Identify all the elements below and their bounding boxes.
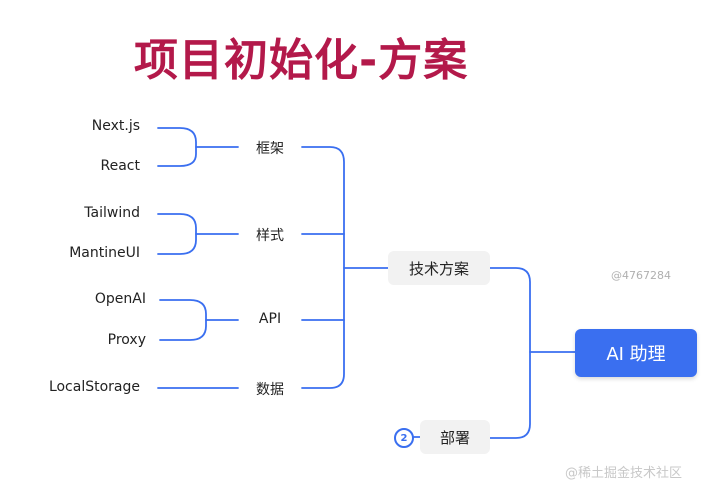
connector-style-leaves <box>157 213 197 255</box>
group-api[interactable]: API <box>258 311 282 327</box>
leaf-nextjs[interactable]: Next.js <box>91 118 140 134</box>
leaf-tailwind[interactable]: Tailwind <box>84 205 140 221</box>
leaf-react[interactable]: React <box>100 158 140 174</box>
group-style[interactable]: 样式 <box>256 228 284 244</box>
leaf-proxy[interactable]: Proxy <box>107 332 146 348</box>
leaf-openai[interactable]: OpenAI <box>94 291 146 307</box>
footer-watermark: @稀土掘金技术社区 <box>565 466 683 481</box>
page-title: 项目初始化-方案 <box>134 35 469 86</box>
watermark-id: @4767284 <box>611 269 671 282</box>
collapsed-count-badge[interactable]: 2 <box>394 428 414 448</box>
branch-tech-solution[interactable]: 技术方案 <box>388 251 490 285</box>
branch-deploy[interactable]: 部署 <box>420 420 490 454</box>
leaf-mantineui[interactable]: MantineUI <box>69 245 140 261</box>
root-node[interactable]: AI 助理 <box>575 329 697 377</box>
group-data[interactable]: 数据 <box>256 382 284 398</box>
connector-branches <box>489 267 531 439</box>
group-framework[interactable]: 框架 <box>256 141 284 157</box>
leaf-localstorage[interactable]: LocalStorage <box>48 379 140 395</box>
connector-api-leaves <box>159 299 207 341</box>
connector-framework-leaves <box>157 127 197 167</box>
connector-groups <box>301 146 345 389</box>
